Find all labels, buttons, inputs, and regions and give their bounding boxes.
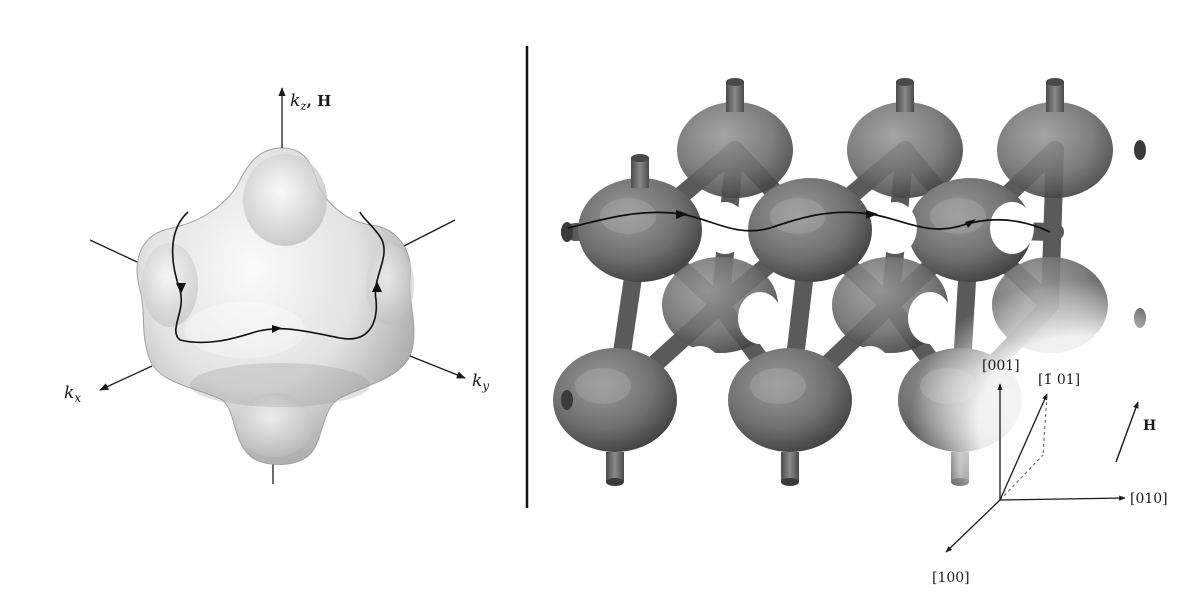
tube-top-2 <box>1046 82 1064 112</box>
tube-top-3 <box>631 158 649 188</box>
open-orbit <box>567 211 1051 233</box>
zone-node-front-0 <box>578 178 702 282</box>
axis-100 <box>945 499 1001 553</box>
tube-side-cap-1 <box>561 390 573 410</box>
zone-node-front-2 <box>908 178 1032 282</box>
zone-node-back-1 <box>847 102 963 198</box>
label-001: [001] <box>982 358 1020 374</box>
tube-top-cap-0 <box>726 78 744 86</box>
kx-axis <box>99 365 153 391</box>
orbit-arrow-right <box>372 281 382 292</box>
open-orbit-arrow-1 <box>676 210 688 219</box>
label-010: [010] <box>1130 491 1168 507</box>
field-arrow <box>1115 401 1139 463</box>
zone-node-highlight-2 <box>930 198 986 234</box>
axis-stub-upper-right <box>399 219 456 249</box>
fermi-lobe-right <box>366 245 414 325</box>
kx-axis-label: kx <box>64 383 81 405</box>
zone-node-front-1 <box>748 178 872 282</box>
projection-dashed-1 <box>1042 395 1048 456</box>
fermi-lobe-left <box>142 243 198 327</box>
fermi-lobe-center <box>185 302 305 358</box>
network-hole-3 <box>678 346 722 398</box>
tube-top-0 <box>726 82 744 112</box>
fermi-shade-lower <box>190 363 370 407</box>
orbit-arrow-bottom <box>272 325 282 333</box>
zone-node-back-0 <box>677 102 793 198</box>
network-hole-6 <box>738 292 782 344</box>
zone-node-highlight-1 <box>770 198 826 234</box>
tube-top-cap-3 <box>631 154 649 162</box>
tube-side-cap-2 <box>1134 140 1146 160</box>
tube-side-cap-0 <box>561 222 573 242</box>
tube-bottom-cap-0 <box>606 478 624 486</box>
label-100: [100] <box>932 570 970 586</box>
zone-node-front-3 <box>553 348 677 452</box>
network-hole-1 <box>873 202 917 254</box>
tube-top-cap-2 <box>1046 78 1064 86</box>
axis-010 <box>999 495 1126 501</box>
fermi-lobe-bottom <box>237 393 313 457</box>
ky-axis <box>409 355 466 379</box>
network-hole-4 <box>848 346 892 398</box>
tube-bottom-cap-1 <box>781 478 799 486</box>
fermi-surface <box>136 147 415 466</box>
label-bar101: [1̄ 01] <box>1038 372 1080 388</box>
open-orbit-arrow-3 <box>965 219 976 228</box>
open-orbit-arrow-2 <box>866 210 878 219</box>
zone-node-front-4 <box>728 348 852 452</box>
zone-node-highlight-4 <box>750 368 806 404</box>
tube-bottom-1 <box>781 452 799 482</box>
crystal-axes: [001] [1̄ 01] [010] [100] H <box>932 358 1168 586</box>
network-hole-0 <box>703 202 747 254</box>
tube-top-1 <box>896 82 914 112</box>
orbit-arrow-left <box>176 283 186 294</box>
network-hole-7 <box>908 292 952 344</box>
zone-node-highlight-0 <box>600 198 656 234</box>
network-hole-5 <box>553 292 597 344</box>
ky-axis-label: ky <box>472 371 489 393</box>
zone-node-highlight-3 <box>575 368 631 404</box>
zone-node-back-2 <box>997 102 1113 198</box>
tube-bottom-0 <box>606 452 624 482</box>
fermi-lobe-top <box>243 154 327 246</box>
network-hole-2 <box>990 202 1034 254</box>
fermi-surface-panel: kz, H kx ky <box>64 87 489 484</box>
projection-dashed-2 <box>999 454 1044 501</box>
axis-bar101 <box>999 393 1048 501</box>
tube-top-cap-1 <box>896 78 914 86</box>
kz-axis-label: kz, H <box>290 91 331 113</box>
corner-fade <box>910 280 1200 560</box>
field-label: H <box>1143 418 1156 434</box>
